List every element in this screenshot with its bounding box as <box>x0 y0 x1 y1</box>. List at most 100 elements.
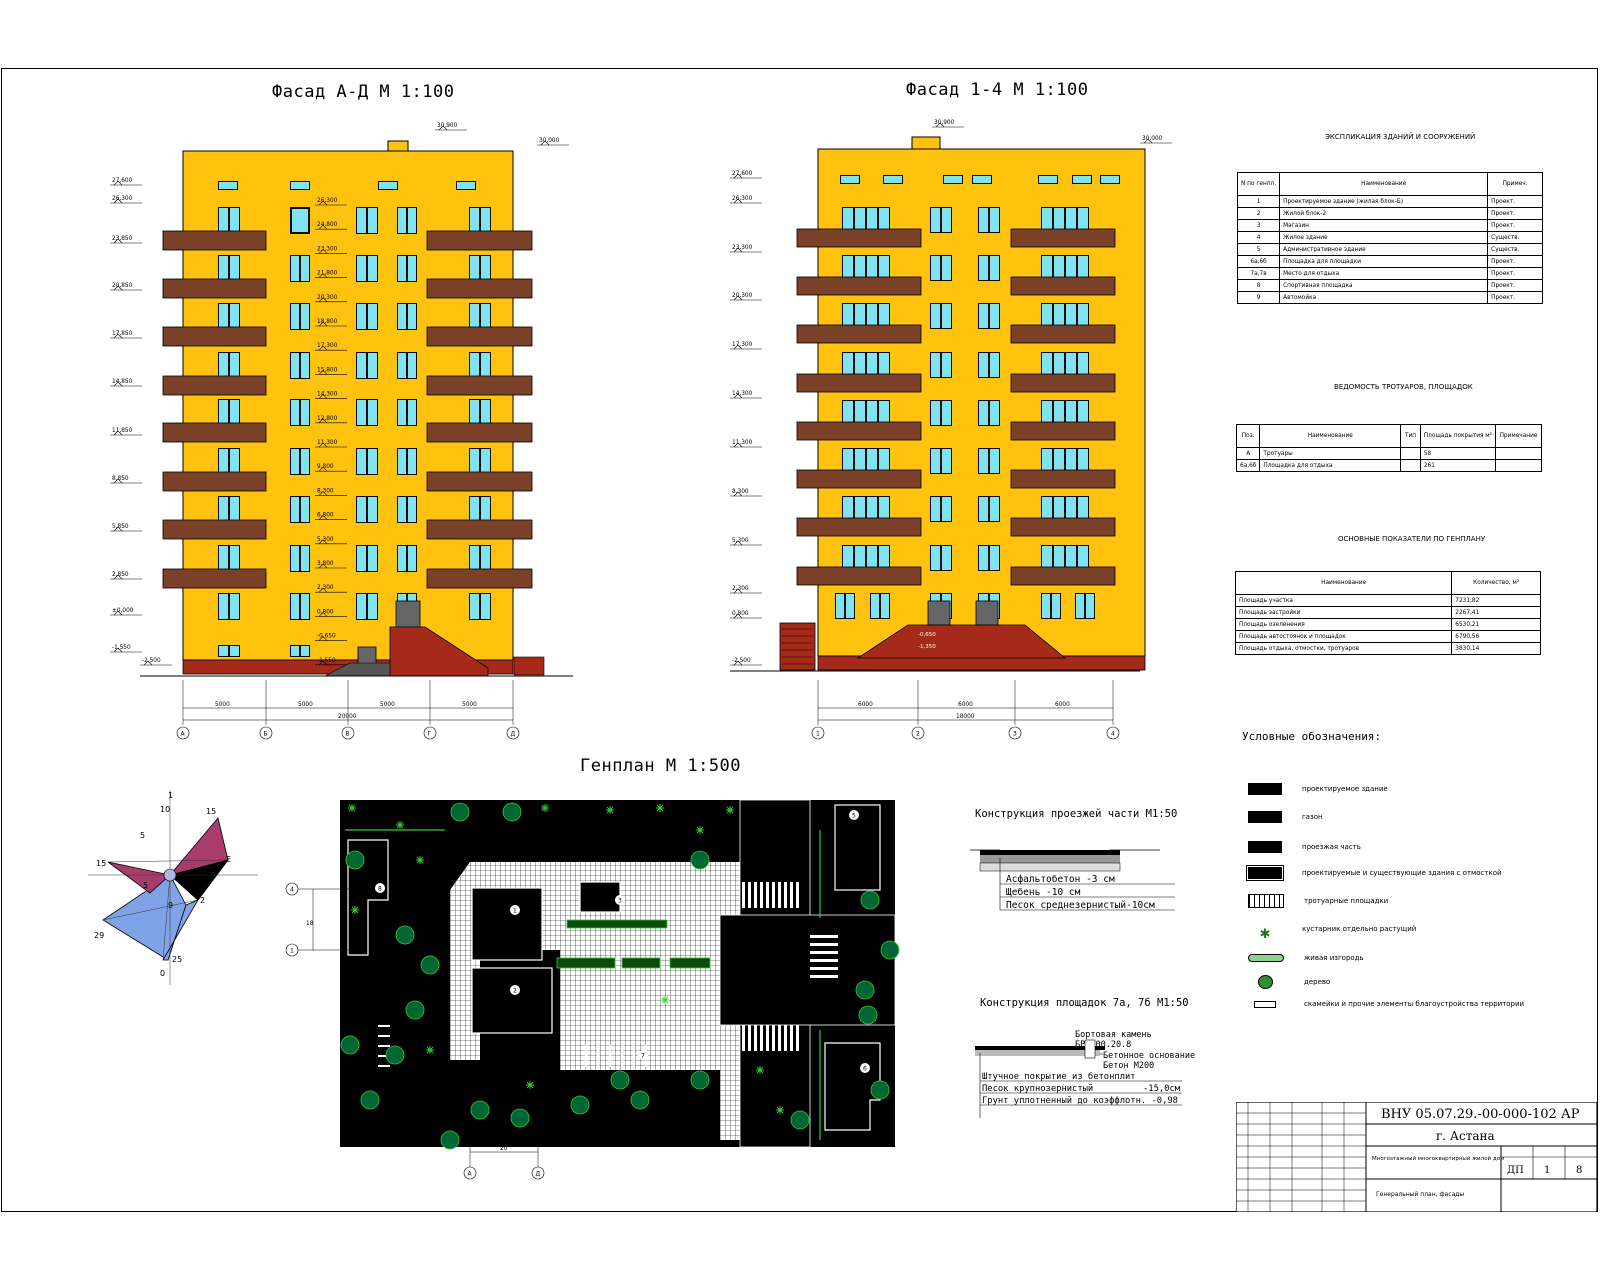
axis-bubble <box>811 726 825 740</box>
table-cell: Проектируемое здание (жилая блок-Б) <box>1279 195 1489 208</box>
window-pane <box>1076 594 1084 618</box>
level-arrow <box>318 636 328 641</box>
table-cell: 58 <box>1419 447 1496 460</box>
window-pane <box>230 353 239 378</box>
left-level-mark: 23,300 <box>732 245 753 251</box>
tree <box>870 1080 890 1100</box>
window-pane <box>481 353 490 378</box>
inner-level-mark: 24,800 <box>317 222 338 228</box>
side-porch <box>779 622 816 671</box>
level-arrow <box>318 369 328 375</box>
shrub <box>426 1046 434 1054</box>
window-pane <box>879 497 889 519</box>
road-layer-label: Щебень -10 см <box>1006 887 1081 898</box>
left-level-mark: 14,300 <box>732 391 753 397</box>
building-1 <box>471 887 543 961</box>
window-pane <box>867 497 877 519</box>
rose-petal-e <box>169 859 230 901</box>
table-cell: Проект. <box>1487 267 1543 280</box>
left-level-mark: 20,300 <box>732 293 753 299</box>
level-arrow <box>318 587 328 593</box>
window-pane <box>855 208 865 230</box>
tree <box>858 1005 878 1025</box>
window-pane <box>843 546 853 568</box>
balcony-left <box>796 566 922 586</box>
level-arrow <box>113 430 123 436</box>
legend-item: скамейки и прочие элементы благоустройст… <box>1248 997 1524 1011</box>
legend-title: Условные обозначения: <box>1242 730 1382 743</box>
legend-symbol <box>1248 783 1282 795</box>
tree <box>570 1095 590 1115</box>
curb-label: БР 100.20.8 <box>1075 1040 1131 1050</box>
inner-level-mark: 14,300 <box>317 392 338 398</box>
crosswalk-stripe <box>790 882 793 908</box>
table-header-cell: Наименование <box>1259 424 1402 448</box>
mark-top-2: 30,000 <box>539 138 560 144</box>
window-pane <box>1042 401 1052 423</box>
shrub <box>348 804 356 812</box>
window-pane <box>867 208 877 230</box>
balcony-right <box>1010 566 1116 586</box>
table-cell: Существ. <box>1487 243 1543 256</box>
window-pane <box>879 256 889 278</box>
window-pane <box>1054 449 1064 471</box>
tree <box>510 1108 530 1128</box>
table-cell: Место для отдыха <box>1279 267 1489 280</box>
crosswalk-stripe <box>766 882 769 908</box>
axis-label: Д <box>536 1171 541 1178</box>
legend-item: ✱кустарник отдельно растущий <box>1248 922 1417 941</box>
level-arrow <box>113 610 123 616</box>
table-cell: Автомойка <box>1279 291 1489 304</box>
window-pane <box>357 400 366 425</box>
axis-label: 4 <box>290 887 294 894</box>
stamp-stage: ДП <box>1507 1165 1524 1176</box>
table-cell: 4 <box>1236 231 1281 244</box>
window-pane <box>301 497 309 522</box>
window-pane <box>357 353 366 378</box>
axis-bubble <box>463 1166 477 1180</box>
left-level-mark: -1,550 <box>112 645 131 651</box>
axis-label: Б <box>264 731 268 738</box>
building-number-bubble <box>375 883 385 893</box>
level-arrow <box>113 333 123 339</box>
window-pane <box>481 400 490 425</box>
balcony-right <box>426 278 533 299</box>
table-header-cell: Наименование <box>1279 172 1489 196</box>
table-cell: Площадка для площадки <box>1279 255 1489 268</box>
crosswalk-stripe <box>748 1025 751 1051</box>
rose-petal-w <box>107 861 171 894</box>
hedge <box>566 919 668 929</box>
crosswalk-stripe <box>810 959 838 962</box>
level-arrow <box>113 478 123 484</box>
tree <box>880 940 900 960</box>
crosswalk-stripe <box>754 882 757 908</box>
tree <box>345 850 365 870</box>
window-pane <box>879 304 889 326</box>
axis-label: 1 <box>816 731 820 738</box>
level-arrow <box>318 248 328 254</box>
window-pane <box>470 304 479 329</box>
window-pane <box>879 401 889 423</box>
legend-item: проезжая часть <box>1248 840 1361 854</box>
table-cell: 6а,6б <box>1236 255 1281 268</box>
table-header-cell: Площадь покрытия м² <box>1419 424 1496 448</box>
legend-label: проезжая часть <box>1302 843 1361 851</box>
window-pane <box>357 256 366 281</box>
window-pane <box>301 546 309 571</box>
window-pane <box>292 209 308 232</box>
level-arrow <box>733 540 743 546</box>
building-number-bubble <box>615 895 625 905</box>
crosswalk-stripe <box>784 882 787 908</box>
window-pane <box>942 304 951 328</box>
entrance-door <box>395 600 421 632</box>
crosswalk-stripe <box>742 882 745 908</box>
stamp-city: г. Астана <box>1436 1129 1495 1143</box>
window-pane <box>368 449 377 474</box>
window-pane <box>843 497 853 519</box>
window-pane <box>368 353 377 378</box>
tree <box>790 1110 810 1130</box>
